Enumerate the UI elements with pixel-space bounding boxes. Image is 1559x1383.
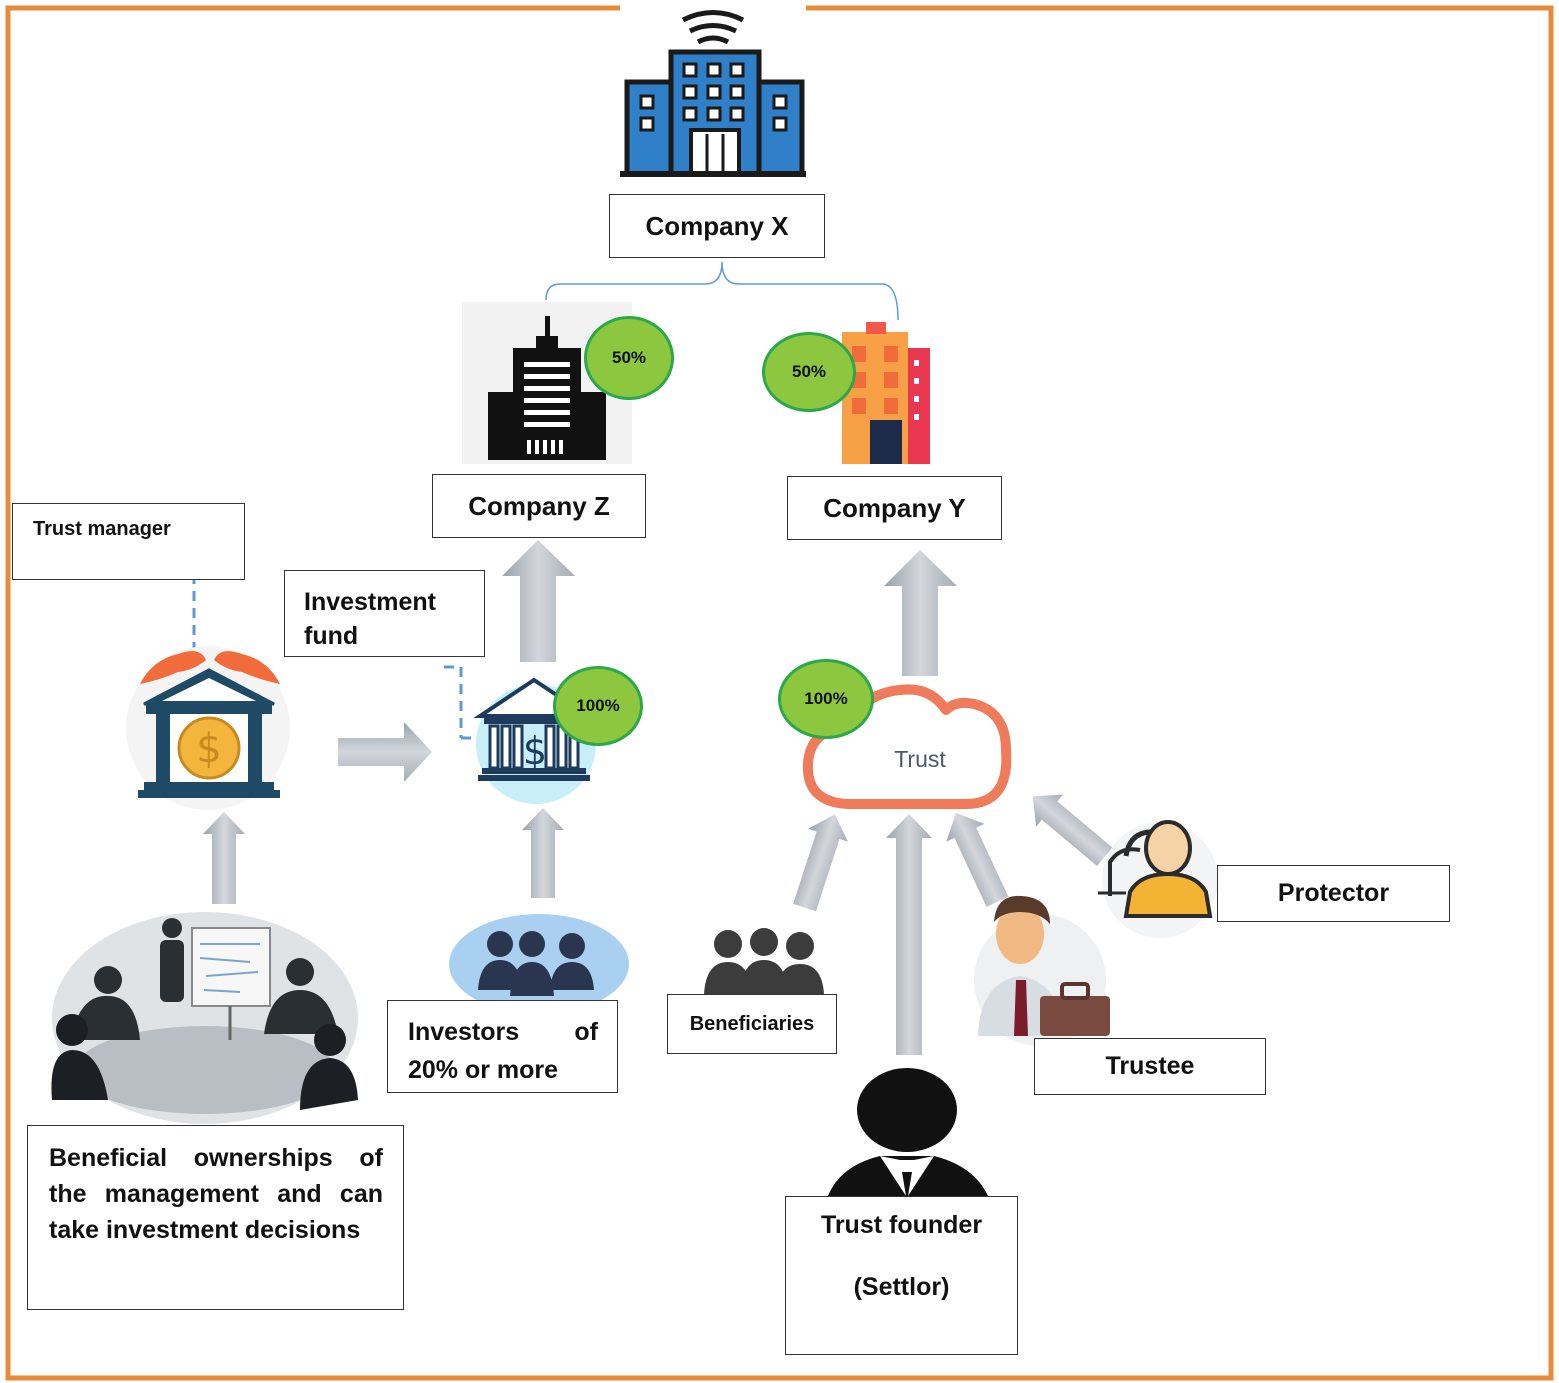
page-frame — [5, 5, 1554, 1381]
svg-text:$: $ — [523, 729, 547, 773]
arrow-up-trust-to-company-y — [884, 550, 957, 676]
arrow-up-fund-to-company-z — [502, 540, 575, 662]
bank-hands-icon: $ — [126, 646, 290, 810]
trust-manager-label: Trust manager — [33, 518, 171, 540]
settlor-icon — [828, 1068, 988, 1196]
protector-label: Protector — [1277, 879, 1390, 907]
trust-share-badge: 100% — [778, 659, 874, 739]
trust-manager-box: Trust manager — [12, 503, 245, 580]
arrow-right-manager-to-fund — [338, 722, 432, 782]
company-z-share-badge: 50% — [584, 316, 674, 400]
protector-icon — [1098, 820, 1218, 938]
meeting-icon — [51, 912, 358, 1124]
company-y-label: Company Y — [823, 492, 966, 523]
arrow-up-management-to-manager — [203, 812, 245, 904]
arrow-up-investors-to-fund — [522, 808, 564, 898]
arrow-protector-to-trust — [1032, 794, 1113, 867]
investment-fund-label: Investment fund — [304, 588, 436, 650]
trustee-icon — [974, 895, 1110, 1046]
arrow-up-settlor-to-trust — [886, 814, 932, 1055]
company-z-label: Company Z — [468, 490, 610, 521]
investors-label: Investors of 20% or more — [408, 1018, 598, 1084]
svg-text:$: $ — [196, 726, 221, 772]
building-wifi-icon — [620, 10, 806, 177]
arrows — [203, 540, 1113, 1055]
trust-founder-box: Trust founder (Settlor) — [785, 1196, 1018, 1355]
colorful-building-icon — [842, 322, 930, 464]
trust-founder-label: Trust founder — [820, 1211, 983, 1239]
beneficial-owners-label: Beneficial ownerships of the management … — [49, 1144, 383, 1244]
protector-box: Protector — [1217, 865, 1450, 922]
trust-label: Trust — [894, 746, 946, 772]
company-y-share-badge: 50% — [762, 332, 856, 412]
trustee-label: Trustee — [1105, 1052, 1195, 1080]
arrow-beneficiaries-to-trust — [793, 814, 849, 912]
beneficiaries-box: Beneficiaries — [667, 994, 837, 1054]
beneficiaries-label: Beneficiaries — [689, 1012, 815, 1035]
ownership-brace — [545, 261, 899, 321]
trustee-box: Trustee — [1034, 1038, 1266, 1095]
company-y-box: Company Y — [787, 476, 1002, 540]
company-z-box: Company Z — [432, 474, 646, 538]
investment-fund-connector — [444, 665, 475, 740]
company-x-label: Company X — [645, 210, 789, 241]
investment-fund-box: Investment fund — [284, 570, 485, 657]
trust-manager-connector — [176, 572, 196, 654]
arrow-trustee-to-trust — [946, 812, 1009, 907]
investors-box: Investors of 20% or more — [387, 1000, 618, 1093]
company-x-box: Company X — [609, 194, 825, 258]
beneficiaries-group-icon — [704, 928, 824, 994]
settlor-label: (Settlor) — [853, 1273, 950, 1301]
investment-fund-share-badge: 100% — [553, 666, 643, 746]
investors-group-icon — [449, 914, 629, 1014]
beneficial-owners-box: Beneficial ownerships of the management … — [27, 1125, 404, 1310]
